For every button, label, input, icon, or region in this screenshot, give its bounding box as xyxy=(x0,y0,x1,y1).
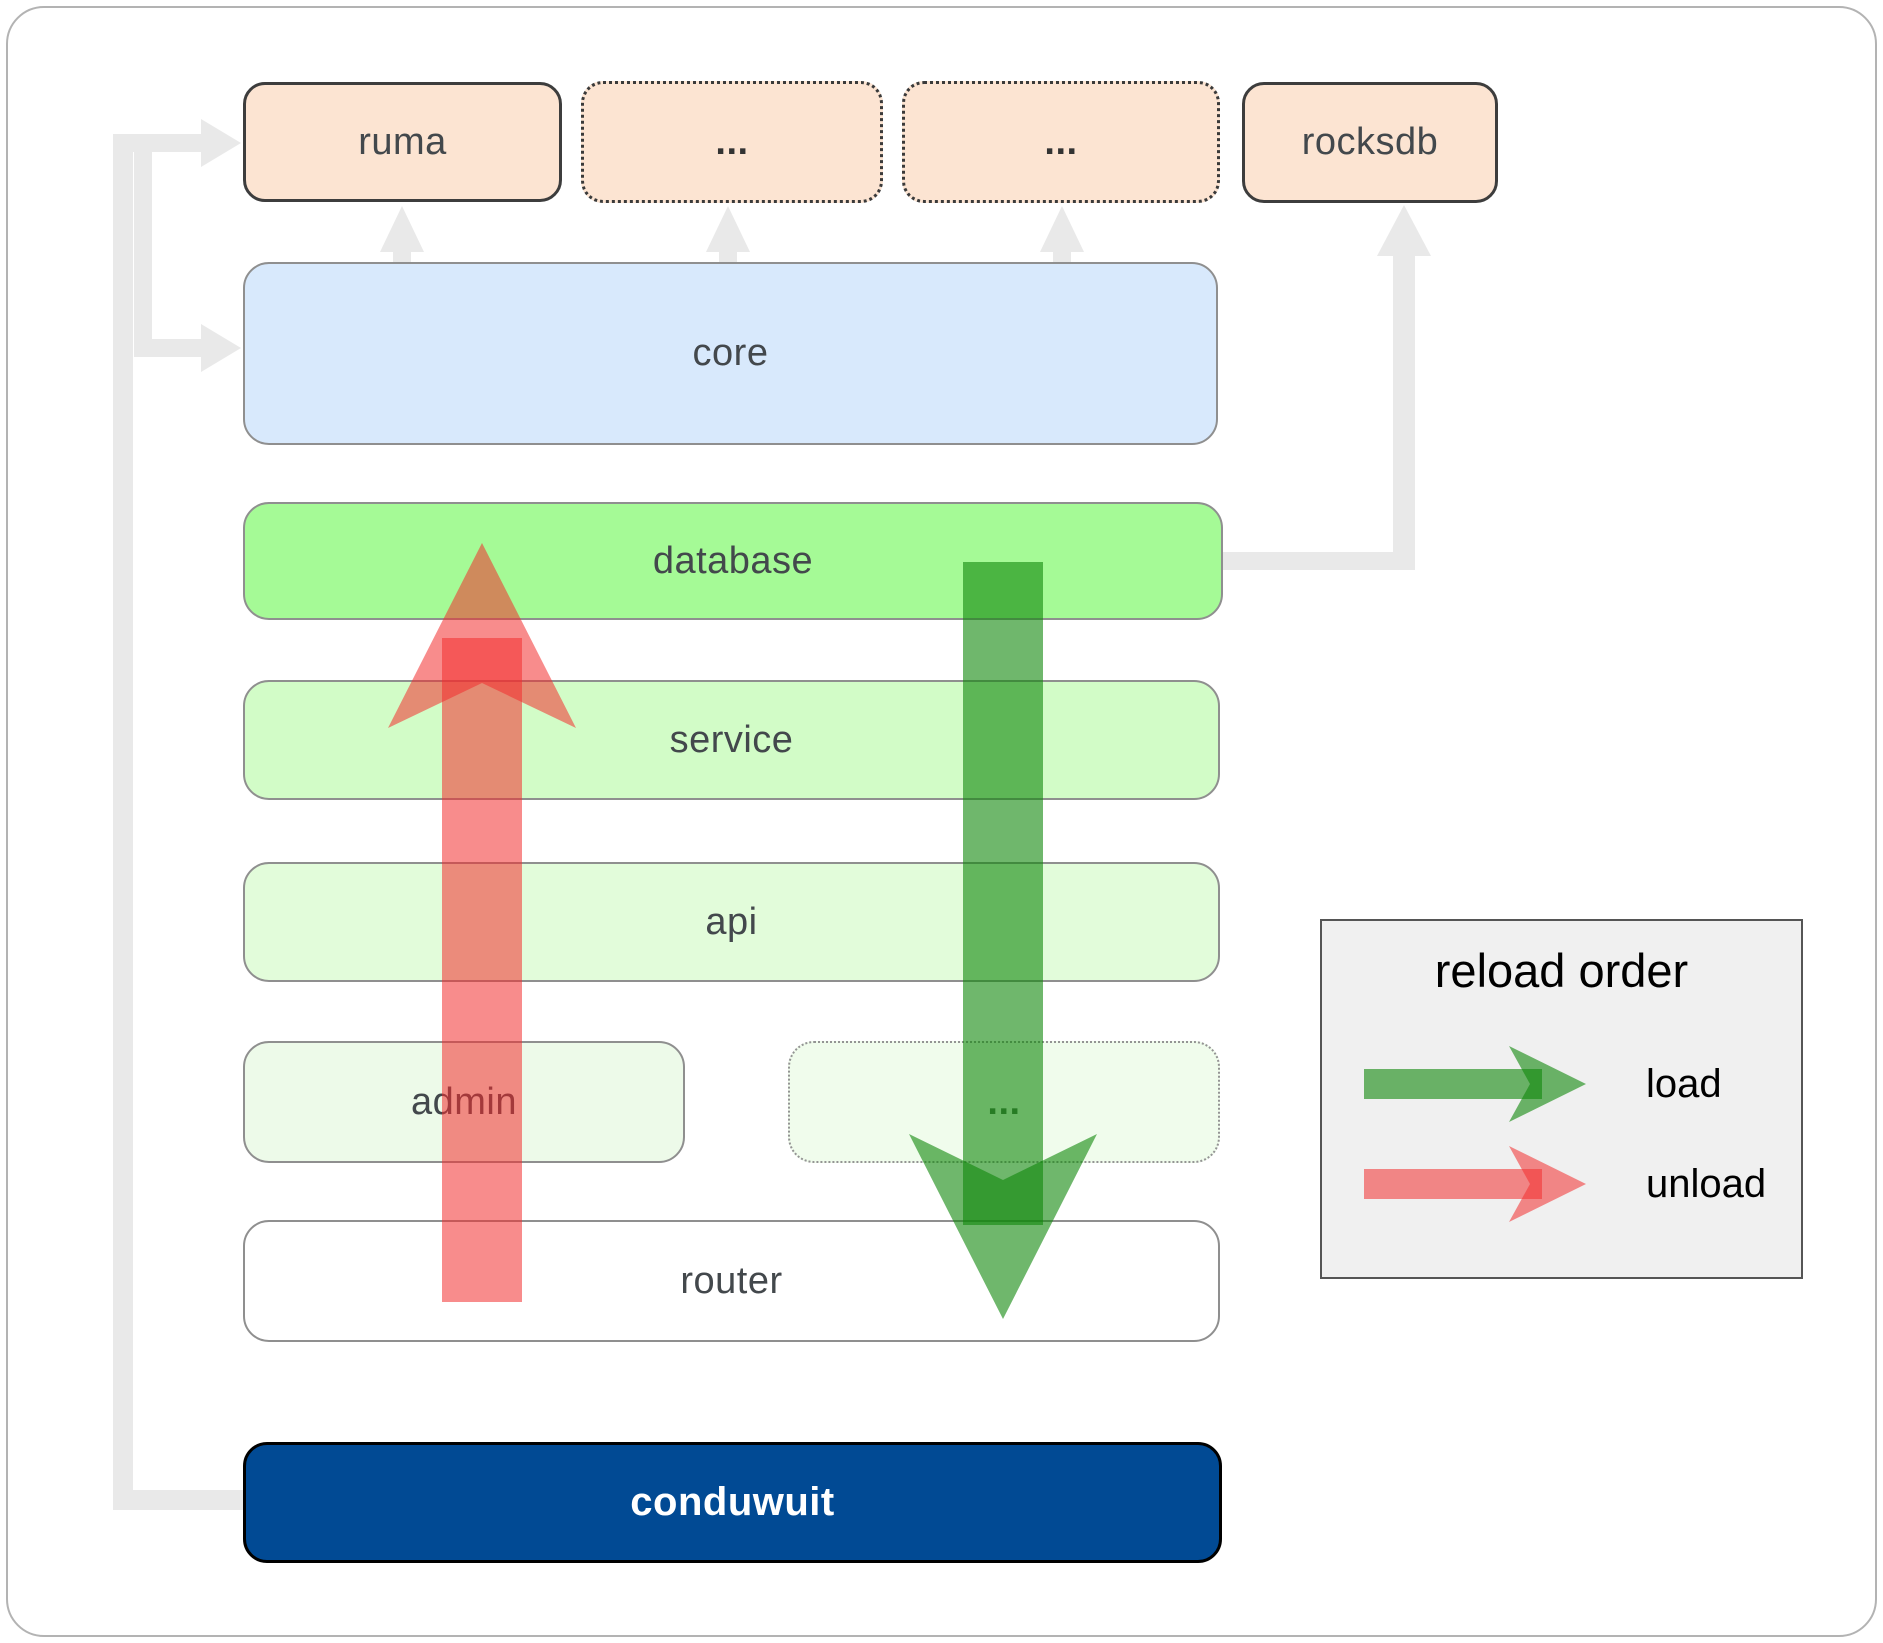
arrowhead-core-to-dots2 xyxy=(1040,206,1084,252)
connector-to-core-horizontal xyxy=(134,339,202,357)
legend-load-label: load xyxy=(1646,1061,1722,1106)
arrowhead-core-to-ruma xyxy=(380,206,424,252)
legend-title: reload order xyxy=(1434,944,1689,997)
box-database-label: database xyxy=(652,539,814,582)
legend-row-unload: unload xyxy=(1362,1144,1766,1224)
box-api: api xyxy=(243,862,1220,982)
box-conduwuit-label: conduwuit xyxy=(630,1480,835,1524)
box-other-services: ... xyxy=(788,1041,1220,1163)
legend-load-arrow-icon xyxy=(1364,1046,1586,1122)
box-admin: admin xyxy=(243,1041,685,1163)
box-ruma-label: ruma xyxy=(358,120,447,163)
connector-branch-vertical xyxy=(134,150,152,357)
connector-database-rocksdb-horizontal xyxy=(1223,552,1415,570)
box-rocksdb: rocksdb xyxy=(1242,82,1498,203)
box-router: router xyxy=(243,1220,1220,1342)
connector-to-ruma-horizontal xyxy=(130,134,202,152)
box-api-label: api xyxy=(705,900,758,943)
box-rocksdb-label: rocksdb xyxy=(1301,121,1439,163)
box-service: service xyxy=(243,680,1220,800)
box-service-label: service xyxy=(669,718,794,761)
legend-unload-label: unload xyxy=(1646,1161,1767,1206)
legend-unload-arrow-icon xyxy=(1364,1146,1586,1222)
box-admin-label: admin xyxy=(411,1080,517,1123)
box-other-crates-1-label: ... xyxy=(715,120,749,163)
arrowhead-into-core xyxy=(201,324,241,372)
connector-database-rocksdb-vertical xyxy=(1393,248,1415,570)
outer-frame xyxy=(6,6,1877,1637)
box-other-crates-2-label: ... xyxy=(1044,120,1078,163)
box-database: database xyxy=(243,502,1223,620)
box-core-label: core xyxy=(692,332,769,374)
legend-reload-order: reload order load unload xyxy=(1320,919,1803,1279)
legend-row-load: load xyxy=(1362,1044,1722,1124)
box-router-label: router xyxy=(680,1259,783,1302)
box-ruma: ruma xyxy=(243,82,562,202)
arrowhead-into-ruma xyxy=(201,119,241,167)
connector-conduwuit-bottom-horizontal xyxy=(113,1490,245,1510)
connector-conduwuit-left-vertical xyxy=(113,134,133,1510)
box-core: core xyxy=(243,262,1218,445)
box-other-services-label: ... xyxy=(987,1080,1021,1123)
box-conduwuit: conduwuit xyxy=(243,1442,1222,1563)
arrowhead-into-rocksdb xyxy=(1377,205,1431,256)
box-other-crates-2: ... xyxy=(902,81,1220,203)
arrowhead-core-to-dots1 xyxy=(706,206,750,252)
box-other-crates-1: ... xyxy=(581,81,883,203)
